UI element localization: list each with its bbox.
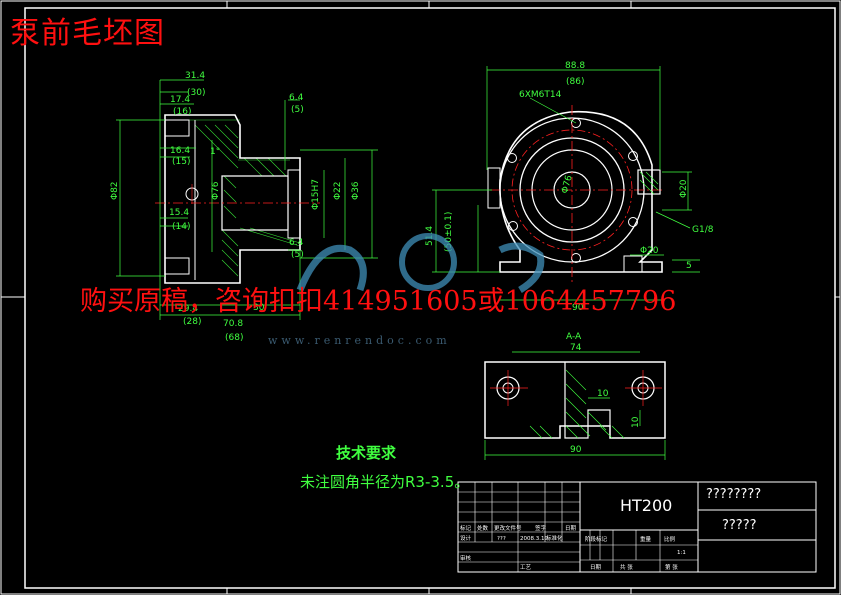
pipe-thread: G1/8 [692, 225, 714, 235]
tb-sheet-no: 第 张 [665, 563, 678, 571]
dim-5-top: (5) [291, 105, 304, 115]
section-label: A-A [566, 332, 582, 342]
bottom-dim-texts: A-A 74 10 10 90 [566, 332, 641, 455]
title-block-small-texts: 标记 处数 更改文件号 签字 日期 设计 ??? 2008.3.10 标准化 阶… [460, 524, 686, 571]
dim-10-vertical: 10 [631, 416, 641, 428]
logo-mark [296, 233, 545, 294]
dim-phi20-bottom: Φ20 [640, 246, 659, 256]
tb-date: 日期 [565, 525, 577, 532]
dim-10-horizontal: 10 [597, 389, 609, 399]
tb-stage: 阶段标记 [585, 535, 608, 543]
title-stamp: 泵前毛坯图 [10, 16, 165, 51]
tb-date-2: 日期 [590, 564, 602, 571]
left-hatch [165, 119, 301, 277]
dim-70-8: 70.8 [223, 319, 243, 329]
dim-phi20-side: Φ20 [679, 179, 689, 198]
dim-phi36: Φ36 [351, 181, 361, 200]
dim-30-bottom: 30 [253, 303, 265, 313]
dim-50-tol: (50±0.1) [444, 212, 454, 252]
dim-1-degree: 1° [210, 147, 220, 157]
watermark-site: www.renrendoc.com [268, 334, 451, 347]
right-dim-texts: 88.8 (86) 6XM6T14 Φ76 Φ20 G1/8 51.4 (50±… [425, 61, 714, 313]
right-dim-lines [432, 66, 700, 301]
bottom-hatch [529, 369, 625, 439]
boss-hatch [639, 171, 659, 195]
tb-standard: 标准化 [546, 534, 563, 542]
dim-phi82: Φ82 [110, 181, 120, 200]
dim-16-4: 16.4 [170, 146, 190, 156]
dim-86: (86) [566, 77, 584, 87]
dim-88-8: 88.8 [565, 61, 585, 71]
dim-phi22: Φ22 [333, 181, 343, 200]
tb-scale: 比例 [664, 535, 676, 543]
tech-requirements-title: 技术要求 [336, 444, 397, 462]
dim-phi15h7: Φ15H7 [311, 179, 321, 210]
tb-weight: 重量 [640, 535, 652, 543]
tb-designer-name: ??? [497, 536, 506, 542]
tb-review: 审核 [460, 554, 472, 562]
dim-68: (68) [225, 333, 243, 343]
dim-74: 74 [570, 343, 582, 353]
drawing-name: ???????? [706, 487, 762, 502]
dim-phi76: Φ76 [211, 181, 221, 200]
inner-frame [24, 7, 836, 589]
tb-process: 工艺 [520, 564, 532, 571]
tb-designer: 设计 [460, 534, 472, 542]
tb-count: 处数 [477, 524, 489, 532]
watermark-text: 购买原稿，咨询扣扣414951605或1064457796 [80, 286, 677, 317]
dim-29-4: 29.4 [178, 304, 198, 314]
right-front-view: 88.8 (86) 6XM6T14 Φ76 Φ20 G1/8 51.4 (50±… [425, 61, 714, 313]
dim-phi76-right: Φ76 [560, 174, 575, 195]
dim-6-4-top: 6.4 [289, 93, 304, 103]
material-label: HT200 [620, 496, 673, 515]
dim-14: (14) [172, 222, 190, 232]
thread-spec: 6XM6T14 [519, 90, 562, 100]
bottom-dim-lines [484, 351, 666, 460]
title-block [457, 481, 817, 573]
dim-28: (28) [183, 317, 201, 327]
dim-15: (15) [172, 157, 190, 167]
dim-16: (16) [173, 107, 191, 117]
left-dim-texts: 31.4 (30) 17.4 (16) 16.4 (15) 15.4 (14) … [110, 71, 361, 343]
left-section-view: 31.4 (30) 17.4 (16) 16.4 (15) 15.4 (14) … [110, 71, 378, 343]
tb-sign: 签字 [535, 524, 547, 532]
tb-scale-value: 1:1 [677, 550, 686, 556]
tb-total-sheets: 共 张 [620, 563, 633, 571]
dim-6-4-bottom: 6.4 [289, 238, 304, 248]
tb-mark: 标记 [460, 524, 472, 532]
dim-17-4: 17.4 [170, 95, 190, 105]
dim-5-bottom: (5) [291, 250, 304, 260]
left-dim-lines [116, 79, 378, 320]
dim-5-right: 5 [686, 261, 692, 271]
dim-31-4: 31.4 [185, 71, 205, 81]
dim-90-bottom: 90 [570, 445, 582, 455]
tb-change-doc: 更改文件号 [494, 524, 522, 532]
drawing-code: ????? [722, 518, 757, 533]
bottom-section-view: A-A 74 10 10 90 [484, 332, 666, 460]
tb-design-date: 2008.3.10 [520, 536, 548, 542]
dim-90-right: 90 [572, 303, 584, 313]
tech-requirements-note: 未注圆角半径为R3-3.5。 [300, 473, 470, 491]
dim-30: (30) [187, 88, 205, 98]
dim-15-4: 15.4 [169, 208, 189, 218]
bolt-holes [507, 118, 638, 263]
